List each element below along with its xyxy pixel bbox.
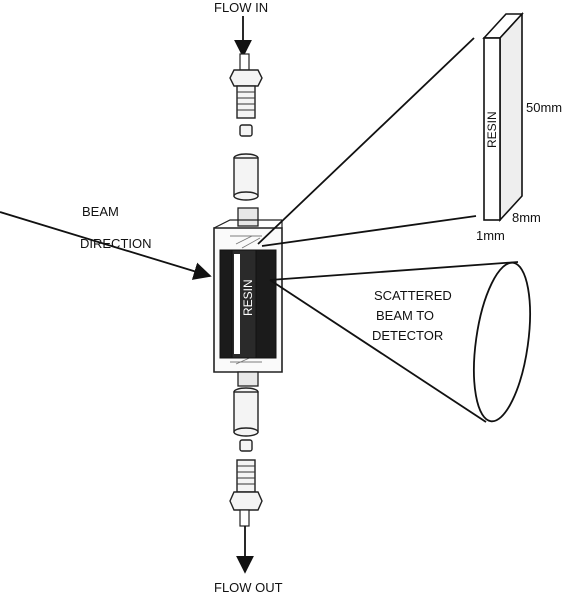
flow-out-label: FLOW OUT — [214, 580, 283, 595]
top-inlet-tube — [239, 53, 250, 71]
resin-block — [482, 11, 524, 223]
resin-cell-label: RESIN — [241, 279, 255, 316]
top-nut-fitting — [229, 69, 263, 119]
bottom-coupling — [233, 387, 259, 437]
bottom-ferrule — [239, 439, 253, 452]
resin-block-label: RESIN — [485, 111, 499, 148]
top-coupling — [233, 153, 259, 201]
projection-line-bottom — [261, 215, 477, 247]
dimension-height: 50mm — [526, 100, 562, 115]
scattered-beam-cone — [269, 261, 531, 423]
beam-direction-arrow — [0, 211, 212, 280]
bottom-outlet-tube — [239, 509, 250, 527]
projection-line-top — [257, 37, 475, 245]
scattered-label-line1: SCATTERED — [374, 288, 452, 303]
dimension-width: 1mm — [476, 228, 505, 243]
beam-label-line2: DIRECTION — [80, 236, 152, 251]
top-ferrule — [239, 124, 253, 137]
scattered-label-line3: DETECTOR — [372, 328, 443, 343]
dimension-depth: 8mm — [512, 210, 541, 225]
flow-cell-body — [213, 207, 283, 387]
scattered-label-line2: BEAM TO — [376, 308, 434, 323]
beam-label-line1: BEAM — [82, 204, 119, 219]
flow-in-label: FLOW IN — [214, 0, 268, 15]
bottom-nut-fitting — [229, 459, 263, 511]
